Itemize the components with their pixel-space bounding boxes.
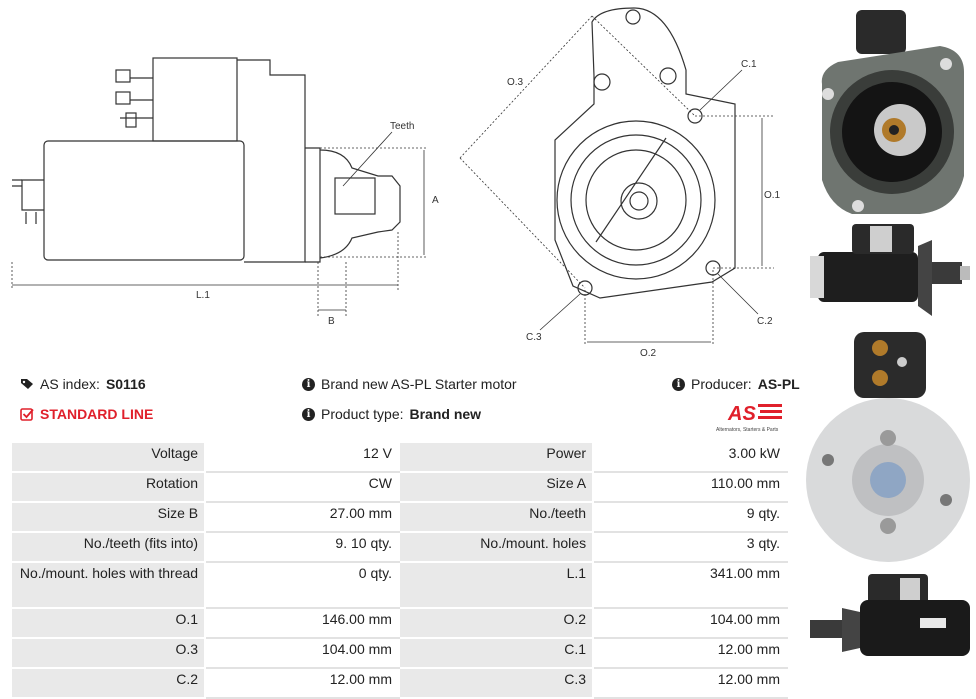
spec-key: Voltage [9,441,207,473]
info-icon: i [302,407,315,421]
dim-l1-label: L.1 [196,290,210,301]
product-photos [806,10,970,656]
spec-key: C.3 [397,667,595,699]
spec-value: 12.00 mm [592,667,788,699]
housing-circle [556,120,716,280]
spec-key: Size B [9,501,207,533]
spec-key: C.1 [397,637,595,669]
dim-o2-label: O.2 [640,348,657,359]
product-type-value: Brand new [409,406,482,422]
spec-value: 9 qty. [592,501,788,533]
spec-value: 3.00 kW [592,441,788,473]
spec-key: No./teeth [397,501,595,533]
spec-value: 12 V [204,441,400,473]
spec-key: Size A [397,471,595,503]
spec-value: 0 qty. [204,561,400,609]
as-index-row: AS index: S0116 [20,376,146,392]
spec-key: L.1 [397,561,595,609]
spec-value: 27.00 mm [204,501,400,533]
standard-line-label: STANDARD LINE [40,406,154,422]
dim-b-label: B [328,316,335,327]
spec-value: 110.00 mm [592,471,788,503]
tag-icon [21,379,33,389]
info-icon: i [672,377,685,391]
spec-key: O.2 [397,607,595,639]
photo-rear-view [806,332,970,562]
standard-line-row: STANDARD LINE [20,406,153,422]
spec-value: 3 qty. [592,531,788,563]
spec-key: C.2 [9,667,207,699]
dim-c1-label: C.1 [741,59,757,70]
info-icon: i [302,377,315,391]
spec-key: No./mount. holes with thread [9,561,207,609]
product-info: AS index: S0116 STANDARD LINE i Brand ne… [14,372,800,432]
dim-o3-label: O.3 [507,77,524,88]
hole-c1 [687,108,703,124]
flange-outline [554,7,736,299]
spec-value: 146.00 mm [204,607,400,639]
spec-row: No./teeth (fits into)9. 10 qty.No./mount… [9,531,788,563]
as-index-label: AS index: [40,376,100,392]
photo-angled-view [810,574,970,656]
spec-value: 9. 10 qty. [204,531,400,563]
checkbox-icon [20,408,34,421]
technical-drawing: Teeth A L.1 B O.3 C.1 O.1 [11,7,781,359]
spec-key: No./teeth (fits into) [9,531,207,563]
product-type-row: i Product type: Brand new [302,406,481,422]
pinion [334,177,376,215]
as-index-value: S0116 [105,376,146,392]
spec-key: O.1 [9,607,207,639]
spec-value: 104.00 mm [204,637,400,669]
spec-value: 12.00 mm [204,667,400,699]
logo-tagline: Alternators, Starters & Parts [716,427,779,433]
spec-value: CW [204,471,400,503]
logo-text: AS [727,403,756,425]
product-type-label: Product type: [321,406,404,422]
motor-body [43,140,245,261]
spec-key: O.3 [9,637,207,669]
solenoid [152,57,238,142]
dim-c2-label: C.2 [757,316,773,327]
description-text: Brand new AS-PL Starter motor [321,376,517,392]
dim-a-label: A [432,195,439,206]
photo-side-view [810,224,970,316]
dim-c3-label: C.3 [526,332,542,343]
spec-value: 12.00 mm [592,637,788,669]
as-pl-logo: AS Alternators, Starters & Parts [716,403,782,433]
spec-value: 104.00 mm [592,607,788,639]
teeth-label: Teeth [390,121,414,132]
producer-label: Producer: [691,376,752,392]
producer-value: AS-PL [757,376,800,392]
producer-row: i Producer: AS-PL [672,376,800,392]
photo-front-flange [821,10,964,214]
spec-key: Rotation [9,471,207,503]
description-row: i Brand new AS-PL Starter motor [302,376,517,392]
spec-key: No./mount. holes [397,531,595,563]
spec-key: Power [397,441,595,473]
spec-value: 341.00 mm [592,561,788,609]
dim-o1-label: O.1 [764,190,781,201]
